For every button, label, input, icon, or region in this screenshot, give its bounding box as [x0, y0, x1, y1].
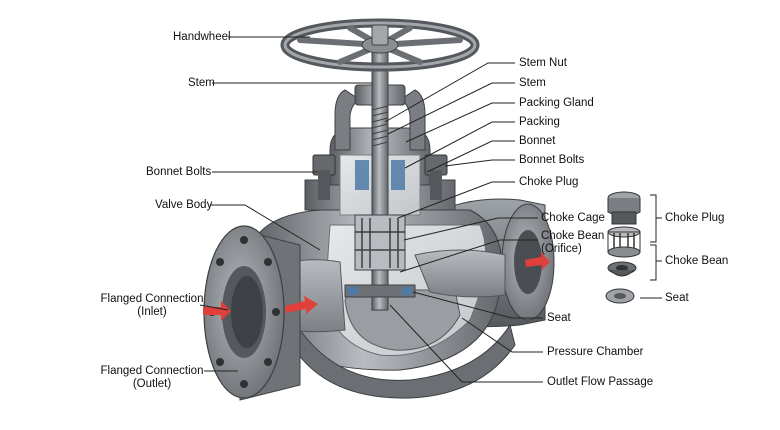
- label-seat: Seat: [547, 312, 571, 324]
- label-flanged-inlet-line1: Flanged Connection: [100, 293, 204, 305]
- label-flanged-connection-inlet: Flanged Connection (Inlet): [100, 293, 204, 319]
- label-flanged-outlet-line1: Flanged Connection: [100, 365, 204, 377]
- packing: [355, 160, 405, 190]
- label-stem-right: Stem: [519, 77, 546, 89]
- label-outlet-flow-passage: Outlet Flow Passage: [547, 376, 654, 388]
- label-stem-nut: Stem Nut: [519, 57, 567, 69]
- label-choke-plug: Choke Plug: [519, 176, 579, 188]
- label-bonnet: Bonnet: [519, 135, 556, 147]
- label-exploded-choke-bean: Choke Bean: [665, 255, 729, 267]
- label-packing: Packing: [519, 116, 560, 128]
- choke-cage: [354, 214, 406, 271]
- exploded-seat: [605, 288, 635, 304]
- label-pressure-chamber: Pressure Chamber: [547, 346, 644, 358]
- leader-lines: [199, 36, 543, 383]
- exploded-parts: [605, 191, 662, 304]
- label-flanged-connection-outlet: Flanged Connection (Outlet): [100, 365, 204, 391]
- flow-arrows: [203, 252, 550, 321]
- label-stem: Stem: [188, 77, 215, 89]
- label-flanged-inlet-line2: (Inlet): [137, 306, 167, 318]
- label-choke-cage: Choke Cage: [541, 212, 605, 224]
- label-choke-bean-line2: (Orifice): [541, 243, 582, 255]
- seat: [344, 284, 416, 298]
- stem-nut: [371, 24, 389, 46]
- bonnet-bolts: [312, 154, 448, 200]
- exploded-choke-bean: [607, 261, 637, 277]
- label-choke-bean-line1: Choke Bean: [541, 230, 605, 242]
- label-valve-body: Valve Body: [155, 199, 213, 211]
- label-exploded-seat: Seat: [665, 292, 689, 304]
- label-bonnet-bolts-left: Bonnet Bolts: [146, 166, 212, 178]
- handwheel: [280, 18, 480, 72]
- exploded-choke-cage: [607, 226, 641, 258]
- label-choke-bean: Choke Bean (Orifice): [541, 230, 604, 256]
- label-handwheel: Handwheel: [173, 31, 231, 43]
- label-bonnet-bolts-right: Bonnet Bolts: [519, 154, 585, 166]
- label-flanged-outlet-line2: (Outlet): [132, 378, 172, 390]
- inlet-flange: [203, 225, 301, 401]
- label-exploded-choke-plug: Choke Plug: [665, 212, 725, 224]
- exploded-choke-plug: [607, 191, 641, 225]
- label-packing-gland: Packing Gland: [519, 97, 594, 109]
